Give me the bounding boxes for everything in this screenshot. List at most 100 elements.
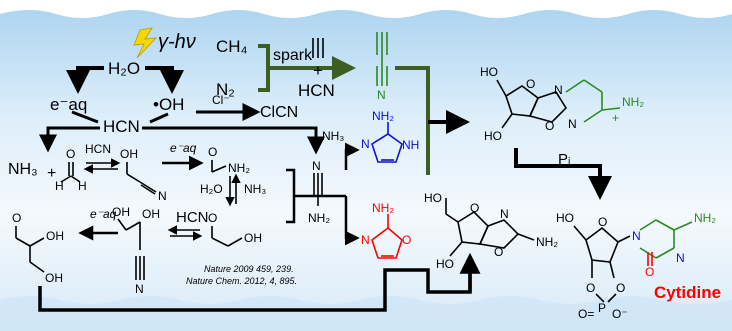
acetylene-triple-bond bbox=[312, 38, 324, 58]
bottom-long-connector bbox=[38, 262, 472, 312]
glycolonitrile-molecule: OH N bbox=[120, 147, 167, 203]
wave-bottom bbox=[0, 296, 732, 331]
svg-text:+: + bbox=[612, 111, 619, 125]
green-connector-line bbox=[395, 66, 430, 175]
svg-text:HO: HO bbox=[556, 211, 574, 225]
svg-text:O: O bbox=[494, 245, 503, 259]
hcn-center-label: HCN bbox=[103, 117, 140, 136]
svg-text:O: O bbox=[598, 215, 607, 229]
cyano-n-label: N bbox=[377, 88, 386, 102]
svg-text:NH₂: NH₂ bbox=[536, 235, 558, 249]
reference-1: Nature 2009 459, 239. bbox=[204, 264, 294, 274]
svg-text:O: O bbox=[12, 211, 21, 225]
arrow-hcn-to-ammonia bbox=[39, 126, 100, 153]
svg-text:N: N bbox=[135, 282, 144, 296]
svg-text:HO: HO bbox=[484, 129, 502, 143]
svg-text:N: N bbox=[676, 251, 685, 265]
equilibrium-arrows-vertical bbox=[225, 173, 241, 207]
equilibrium-arrows-2 bbox=[167, 225, 203, 241]
aminoimidazole-molecule bbox=[371, 122, 403, 163]
svg-text:O: O bbox=[470, 201, 479, 215]
svg-text:O: O bbox=[526, 77, 535, 91]
svg-text:O⁻: O⁻ bbox=[612, 307, 628, 321]
svg-text:O: O bbox=[66, 147, 75, 161]
hcn-spark-product-label: HCN bbox=[298, 81, 335, 100]
arrow-water-to-oh bbox=[145, 66, 184, 94]
water-label: H₂O bbox=[108, 59, 140, 78]
clcn-label: ClCN bbox=[260, 104, 298, 121]
svg-text:OH: OH bbox=[46, 229, 64, 243]
cytidine-phosphate-molecule: HO O O O P O= O⁻ N O N NH₂ bbox=[556, 211, 716, 321]
electron-aq-label-2: e⁻aq bbox=[170, 141, 197, 155]
oh-to-hcn-line bbox=[149, 112, 169, 124]
svg-text:O: O bbox=[586, 281, 595, 295]
spark-label: spark bbox=[273, 47, 313, 64]
svg-text:OH: OH bbox=[120, 147, 138, 161]
svg-text:NH₂: NH₂ bbox=[694, 211, 716, 225]
nh3-mid-label: NH₃ bbox=[244, 182, 266, 196]
svg-text:OH: OH bbox=[112, 205, 130, 219]
phosphate-label: Pᵢ bbox=[558, 151, 570, 168]
svg-text:N: N bbox=[568, 117, 577, 131]
svg-text:OH: OH bbox=[142, 207, 160, 221]
electron-aq-label-3: e⁻aq bbox=[90, 207, 117, 221]
plus-sign-2: + bbox=[47, 165, 56, 182]
arrow-to-aminoimidazole bbox=[344, 142, 360, 170]
cyanamide-molecule: N NH₂ bbox=[308, 159, 330, 225]
wave-top bbox=[0, 0, 732, 18]
arrow-water-to-electron bbox=[66, 66, 104, 94]
svg-text:N: N bbox=[312, 159, 321, 173]
plus-sign: + bbox=[313, 61, 323, 80]
svg-text:NH₂: NH₂ bbox=[308, 211, 330, 225]
svg-text:H: H bbox=[78, 179, 87, 193]
arrow-phosphate bbox=[514, 148, 612, 200]
svg-text:HO: HO bbox=[424, 191, 442, 205]
chloride-label: Cl⁻ bbox=[212, 93, 230, 107]
svg-text:OH: OH bbox=[244, 231, 262, 245]
svg-text:O: O bbox=[616, 281, 625, 295]
aminoethanal-molecule: O NH₂ bbox=[208, 145, 250, 175]
svg-text:HO: HO bbox=[480, 65, 498, 79]
svg-text:O: O bbox=[208, 211, 217, 225]
electron-to-hcn-line bbox=[71, 110, 99, 124]
nitrogen-label: N₂ bbox=[216, 80, 235, 99]
energy-label: γ-hν bbox=[158, 31, 196, 53]
aminoimidazole-nh: NH bbox=[402, 138, 419, 152]
cyanoacetylene-molecule bbox=[376, 32, 388, 86]
hcn-label-1: HCN bbox=[85, 142, 111, 156]
aminooxazole-n: N bbox=[361, 233, 370, 247]
h2o-mid-label: H₂O bbox=[200, 182, 223, 196]
electron-aq-label: e⁻aq bbox=[50, 95, 87, 114]
svg-text:OH: OH bbox=[45, 271, 63, 285]
cytidine-label: Cytidine bbox=[654, 283, 721, 302]
svg-text:N: N bbox=[632, 229, 641, 243]
svg-text:P: P bbox=[598, 301, 606, 315]
svg-text:O: O bbox=[545, 119, 554, 133]
svg-text:H: H bbox=[55, 179, 64, 193]
pentose-aminooxazoline-molecule: HO O HO N O NH₂ bbox=[424, 191, 558, 271]
oh-radical-label: •OH bbox=[153, 95, 184, 114]
svg-text:O=: O= bbox=[578, 307, 594, 321]
aminoimidazole-n: N bbox=[361, 137, 370, 151]
nh3-right-label: NH₃ bbox=[322, 129, 344, 143]
arrow-hcn-to-cyanamide bbox=[142, 126, 325, 155]
aminoimidazole-nh2: NH₂ bbox=[372, 109, 394, 123]
svg-text:HO: HO bbox=[436, 257, 454, 271]
svg-text:N: N bbox=[158, 189, 167, 203]
aminooxazole-o: O bbox=[402, 233, 411, 247]
hcn-label-2: HCN bbox=[176, 209, 209, 226]
methane-label: CH₄ bbox=[216, 37, 248, 56]
aminooxazole-nh2: NH₂ bbox=[372, 201, 394, 215]
arrow-to-aminooxazole bbox=[344, 196, 360, 246]
lightning-bolt-icon bbox=[133, 27, 158, 59]
svg-text:NH₂: NH₂ bbox=[622, 95, 644, 109]
reference-2: Nature Chem. 2012, 4, 895. bbox=[186, 276, 297, 286]
svg-text:O: O bbox=[645, 265, 654, 279]
hydroxy-nitrile-molecule: OH OH N bbox=[112, 205, 160, 296]
svg-text:N: N bbox=[554, 83, 563, 97]
svg-text:N: N bbox=[500, 207, 509, 221]
aminooxazole-molecule bbox=[371, 214, 403, 259]
